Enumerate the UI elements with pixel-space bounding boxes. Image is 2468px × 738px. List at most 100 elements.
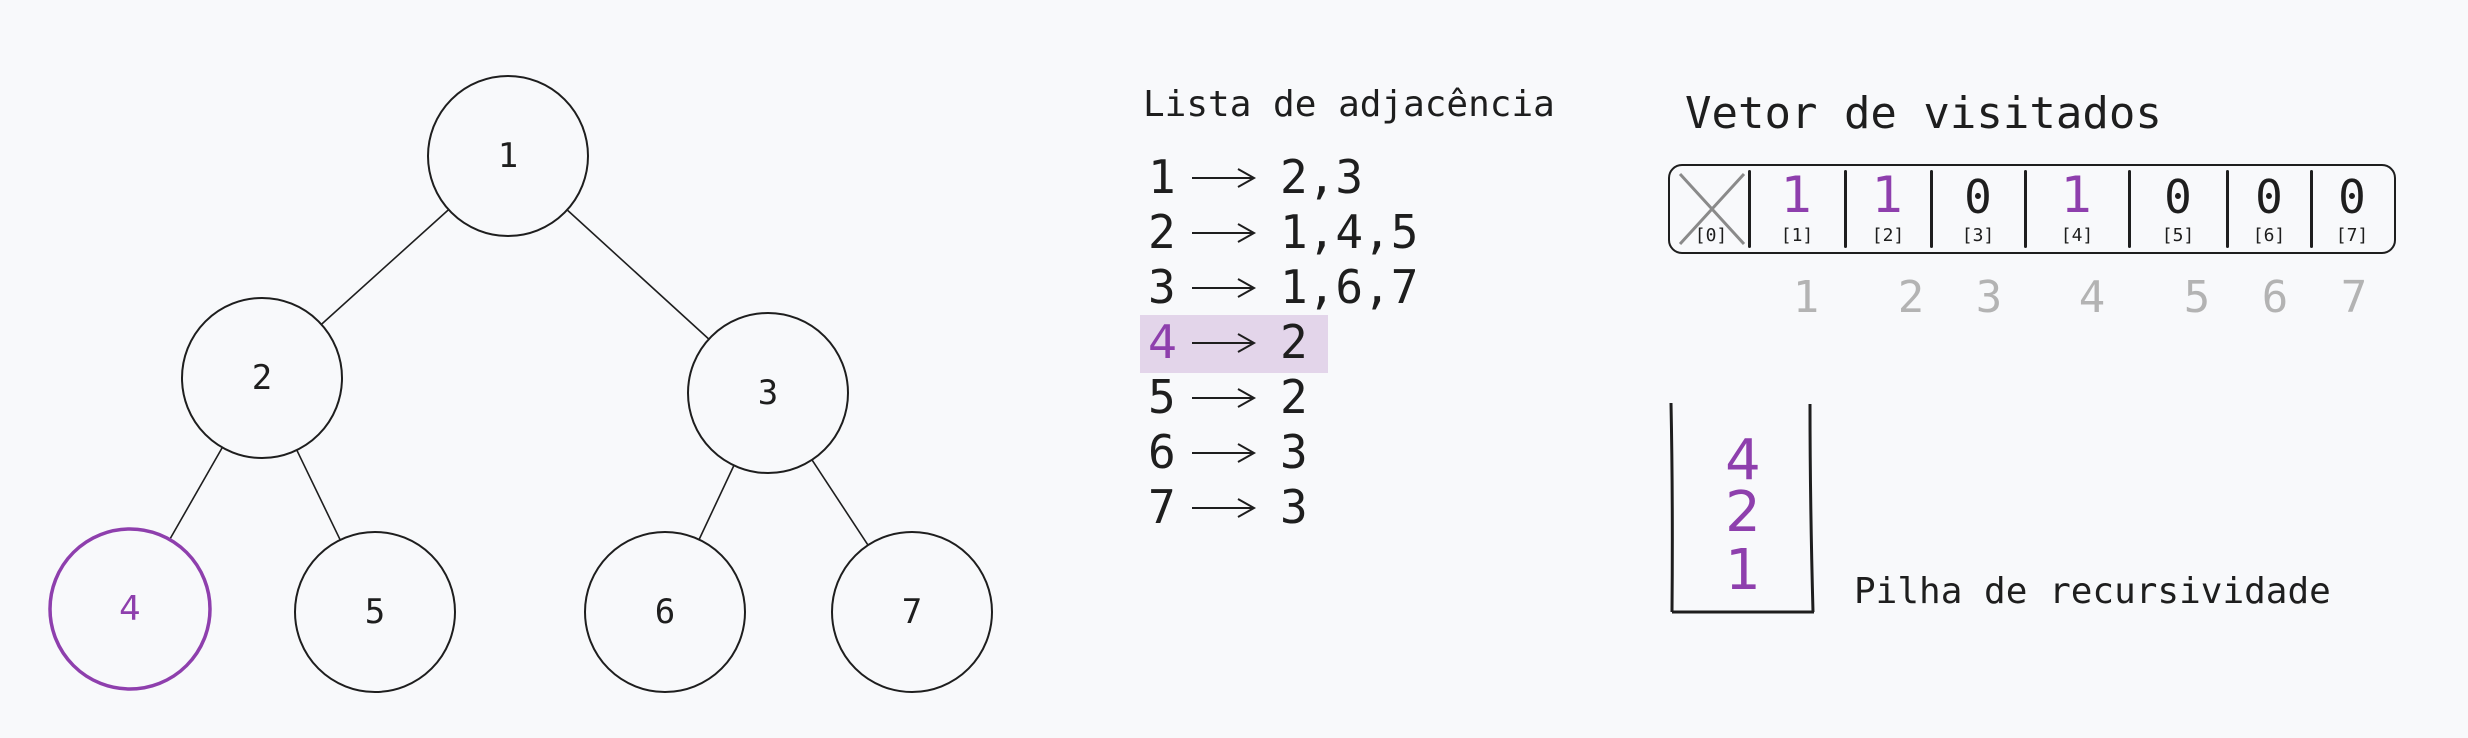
visited-cell-2: 1[2]: [1846, 166, 1930, 252]
adjacency-node: 7: [1148, 480, 1176, 534]
visited-value: 1: [2061, 166, 2093, 224]
visited-divider: [1844, 170, 1847, 248]
adjacency-node: 4: [1148, 315, 1178, 369]
tree-node-3: 3: [687, 312, 849, 474]
tree-node-label: 1: [498, 136, 518, 176]
stack-item: 2: [1725, 480, 1761, 545]
tree-edge-2-4: [168, 447, 224, 540]
visited-cell-3: 0[3]: [1932, 166, 2024, 252]
visit-order-label: 3: [1975, 272, 2003, 323]
visited-divider: [1748, 170, 1751, 248]
visited-index: [4]: [2060, 225, 2094, 246]
visited-index: [1]: [1780, 225, 1814, 246]
arrow-icon: [1188, 205, 1260, 272]
visit-order-label: 4: [2078, 272, 2106, 323]
recursion-stack-container: [1669, 402, 1815, 614]
cross-icon: [1676, 170, 1748, 252]
tree-diagram: 1 2 3 4 5 6 7: [48, 75, 993, 693]
arrow-icon: [1188, 315, 1260, 382]
visited-index: [5]: [2161, 225, 2195, 246]
tree-node-label: 5: [365, 592, 385, 632]
tree-node-label: 3: [758, 373, 778, 413]
visited-value: 0: [2164, 170, 2192, 224]
visited-value: 0: [2338, 170, 2366, 224]
tree-node-circle: [294, 531, 456, 693]
arrow-icon: [1188, 150, 1260, 217]
visited-cell-1: 1[1]: [1750, 166, 1844, 252]
tree-node-label: 4: [119, 589, 141, 629]
tree-node-6: 6: [584, 531, 746, 693]
adjacency-node: 1: [1148, 150, 1176, 204]
visit-order-label: 2: [1897, 272, 1925, 323]
tree-node-circle: [48, 527, 212, 691]
adjacency-node: 6: [1148, 425, 1176, 479]
visited-index: [0]: [1694, 225, 1728, 246]
arrow-icon: [1188, 260, 1260, 327]
visited-vector-title: Vetor de visitados: [1685, 88, 2162, 139]
adjacency-neighbors: 2,3: [1280, 150, 1364, 204]
adjacency-neighbors: 3: [1280, 425, 1308, 479]
visited-divider: [2226, 170, 2229, 248]
visit-order-label: 5: [2183, 272, 2211, 323]
tree-node-label: 6: [655, 592, 675, 632]
tree-node-7: 7: [831, 531, 993, 693]
visited-value: 0: [1964, 170, 1992, 224]
adjacency-row-3: 3 1,6,7: [1140, 260, 1418, 315]
arrow-icon: [1188, 425, 1260, 492]
tree-node-circle: [687, 312, 849, 474]
tree-node-2: 2: [181, 297, 343, 459]
tree-node-circle: [831, 531, 993, 693]
tree-node-circle: [181, 297, 343, 459]
tree-edge-3-7: [811, 459, 869, 546]
tree-node-circle: [427, 75, 589, 237]
tree-edge-2-5: [296, 449, 341, 541]
adjacency-list-title: Lista de adjacência: [1143, 84, 1555, 125]
adjacency-neighbors: 3: [1280, 480, 1308, 534]
stack-item: 4: [1725, 428, 1761, 493]
tree-node-label: 2: [252, 358, 272, 398]
visited-value: 1: [1872, 166, 1904, 224]
visited-divider: [2310, 170, 2313, 248]
visited-divider: [2024, 170, 2027, 248]
adjacency-neighbors: 2: [1280, 370, 1308, 424]
visited-vector: [0]1[1]1[2]0[3]1[4]0[5]0[6]0[7]: [1668, 164, 2396, 254]
tree-edge-3-6: [698, 465, 735, 540]
visited-divider: [2128, 170, 2131, 248]
adjacency-neighbors: 1,6,7: [1280, 260, 1419, 314]
visit-order-label: 7: [2340, 272, 2368, 323]
adjacency-row-2: 2 1,4,5: [1140, 205, 1418, 260]
visited-cell-0: [0]: [1670, 166, 1752, 252]
tree-node-1: 1: [427, 75, 589, 237]
visited-divider: [1930, 170, 1933, 248]
adjacency-node: 2: [1148, 205, 1176, 259]
tree-edge-1-3: [566, 209, 710, 340]
stack-item: 1: [1725, 538, 1761, 603]
tree-node-5: 5: [294, 531, 456, 693]
tree-edge-1-2: [320, 209, 450, 325]
visit-order-label: 1: [1792, 272, 1820, 323]
visited-cell-5: 0[5]: [2130, 166, 2226, 252]
visited-index: [6]: [2252, 225, 2286, 246]
adjacency-node: 5: [1148, 370, 1176, 424]
recursion-stack-label: Pilha de recursividade: [1854, 571, 2331, 612]
visited-cell-6: 0[6]: [2228, 166, 2310, 252]
visited-index: [3]: [1961, 225, 1995, 246]
visited-cell-7: 0[7]: [2312, 166, 2392, 252]
adjacency-neighbors: 1,4,5: [1280, 205, 1419, 259]
adjacency-neighbors: 2: [1280, 315, 1308, 369]
arrow-icon: [1188, 480, 1260, 547]
visited-index: [7]: [2335, 225, 2369, 246]
adjacency-node: 3: [1148, 260, 1176, 314]
visit-order-label: 6: [2261, 272, 2289, 323]
visited-index: [2]: [1871, 225, 1905, 246]
tree-node-label: 7: [902, 592, 922, 632]
visited-value: 0: [2255, 170, 2283, 224]
tree-node-4: 4: [48, 527, 212, 691]
visited-cell-4: 1[4]: [2026, 166, 2128, 252]
